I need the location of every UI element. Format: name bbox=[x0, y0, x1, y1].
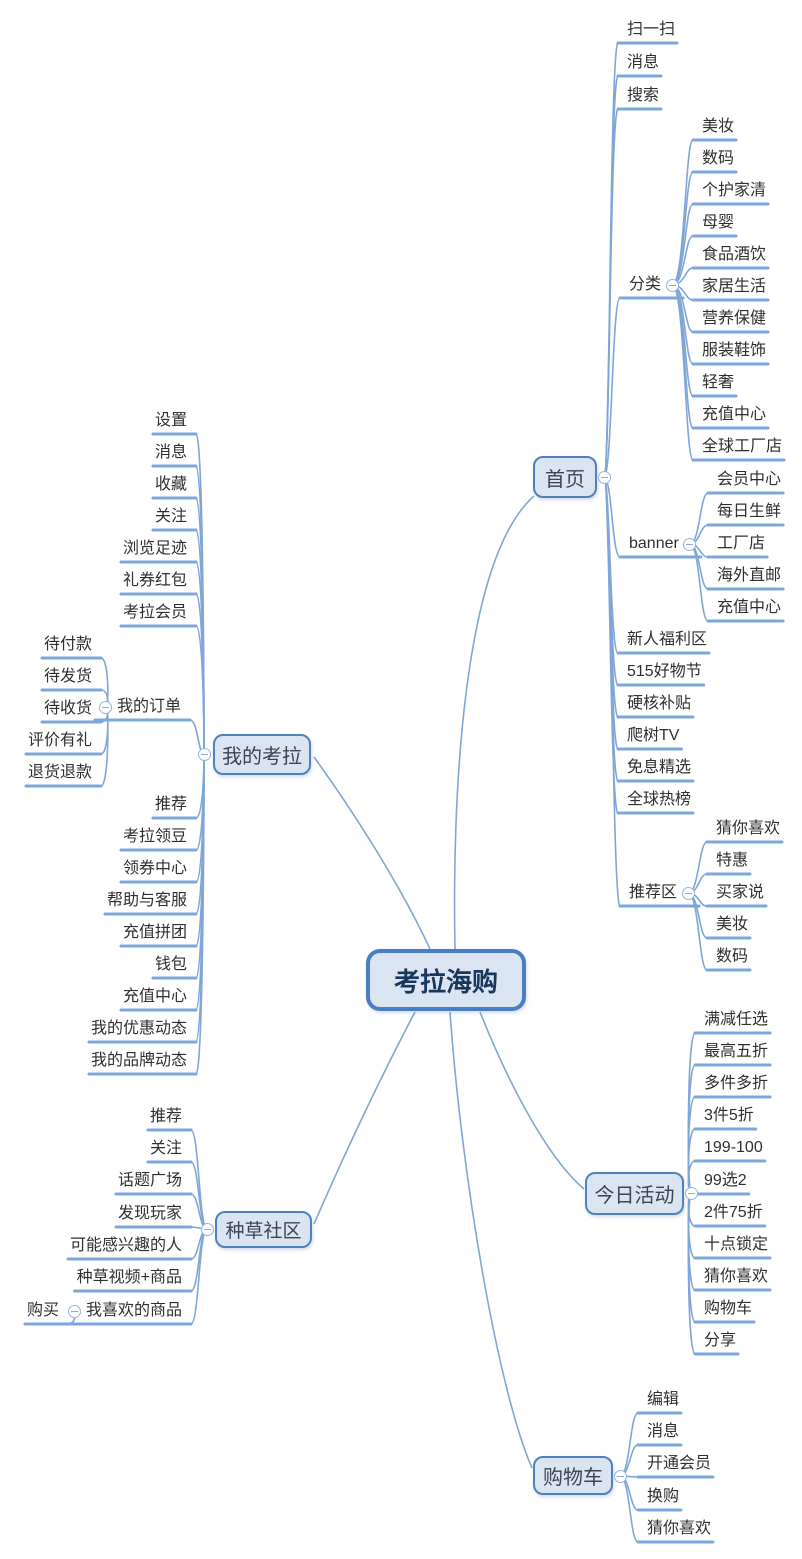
leaf-kaola-beans[interactable]: 考拉领豆 bbox=[122, 828, 187, 845]
leaf-my-recommend[interactable]: 推荐 bbox=[154, 796, 187, 813]
leaf-banner-recharge[interactable]: 充值中心 bbox=[717, 599, 782, 616]
leaf-settings[interactable]: 设置 bbox=[154, 412, 187, 429]
leaf-favorites[interactable]: 收藏 bbox=[154, 476, 187, 493]
leaf-banner[interactable]: banner bbox=[629, 535, 679, 552]
leaf-kaola-member[interactable]: 考拉会员 bbox=[122, 604, 187, 621]
leaf-recommend-area[interactable]: 推荐区 bbox=[629, 884, 678, 901]
leaf-full-reduction[interactable]: 满减任选 bbox=[704, 1011, 769, 1028]
leaf-video-plus-goods[interactable]: 种草视频+商品 bbox=[76, 1269, 182, 1286]
node-my-kaola[interactable]: 我的考拉 bbox=[213, 734, 311, 775]
leaf-my-recharge-center[interactable]: 充值中心 bbox=[122, 988, 187, 1005]
leaf-help-service[interactable]: 帮助与客服 bbox=[106, 892, 187, 909]
leaf-newcomer-benefits[interactable]: 新人福利区 bbox=[627, 631, 708, 648]
leaf-beauty[interactable]: 美妆 bbox=[702, 118, 735, 135]
leaf-personal-care[interactable]: 个护家清 bbox=[702, 182, 767, 199]
leaf-3-for-50[interactable]: 3件5折 bbox=[704, 1107, 754, 1124]
leaf-scan[interactable]: 扫一扫 bbox=[627, 21, 676, 38]
collapse-icon-recommend[interactable] bbox=[681, 886, 695, 900]
collapse-icon-liked[interactable] bbox=[68, 1304, 82, 1318]
collapse-icon-today[interactable] bbox=[684, 1186, 698, 1200]
leaf-my-messages[interactable]: 消息 bbox=[154, 444, 187, 461]
leaf-today-cart[interactable]: 购物车 bbox=[704, 1300, 753, 1317]
leaf-my-orders[interactable]: 我的订单 bbox=[116, 698, 181, 715]
collapse-icon-home[interactable] bbox=[597, 470, 611, 484]
leaf-guess-you-like[interactable]: 猜你喜欢 bbox=[716, 820, 781, 837]
leaf-my-brand-updates[interactable]: 我的品牌动态 bbox=[90, 1052, 187, 1069]
leaf-today-guess-you-like[interactable]: 猜你喜欢 bbox=[704, 1268, 769, 1285]
leaf-open-membership[interactable]: 开通会员 bbox=[647, 1455, 712, 1472]
leaf-people-of-interest[interactable]: 可能感兴趣的人 bbox=[69, 1237, 182, 1254]
leaf-overseas-direct[interactable]: 海外直邮 bbox=[717, 567, 782, 584]
leaf-browse-history[interactable]: 浏览足迹 bbox=[122, 540, 187, 557]
leaf-2-for-75[interactable]: 2件75折 bbox=[704, 1204, 763, 1221]
leaf-home-life[interactable]: 家居生活 bbox=[702, 278, 767, 295]
leaf-buyer-says[interactable]: 买家说 bbox=[716, 884, 765, 901]
leaf-coupon-center[interactable]: 领券中心 bbox=[122, 860, 187, 877]
leaf-global-ranking[interactable]: 全球热榜 bbox=[627, 791, 692, 808]
node-community[interactable]: 种草社区 bbox=[215, 1211, 312, 1248]
leaf-cart-messages[interactable]: 消息 bbox=[647, 1423, 680, 1440]
leaf-pending-payment[interactable]: 待付款 bbox=[43, 636, 92, 653]
leaf-hardcore-subsidy[interactable]: 硬核补贴 bbox=[627, 695, 692, 712]
collapse-icon-banner[interactable] bbox=[683, 537, 697, 551]
leaf-ten-oclock-lock[interactable]: 十点锁定 bbox=[704, 1236, 769, 1253]
leaf-daily-fresh[interactable]: 每日生鲜 bbox=[717, 503, 782, 520]
leaf-following[interactable]: 关注 bbox=[154, 508, 187, 525]
collapse-icon-my-kaola[interactable] bbox=[197, 747, 211, 761]
leaf-nutrition[interactable]: 营养保健 bbox=[702, 310, 767, 327]
leaf-purchase[interactable]: 购买 bbox=[26, 1302, 59, 1319]
leaf-pending-shipment[interactable]: 待发货 bbox=[43, 668, 92, 685]
leaf-apparel-shoes[interactable]: 服装鞋饰 bbox=[702, 342, 767, 359]
leaf-light-luxury[interactable]: 轻奢 bbox=[702, 374, 735, 391]
leaf-exchange-purchase[interactable]: 换购 bbox=[647, 1488, 680, 1505]
leaf-recharge-group[interactable]: 充值拼团 bbox=[122, 924, 187, 941]
leaf-99-pick-2[interactable]: 99选2 bbox=[704, 1172, 747, 1189]
collapse-icon-community[interactable] bbox=[200, 1222, 214, 1236]
leaf-up-to-half-off[interactable]: 最高五折 bbox=[704, 1043, 769, 1060]
leaf-rec-beauty[interactable]: 美妆 bbox=[716, 916, 749, 933]
leaf-recharge-center[interactable]: 充值中心 bbox=[702, 406, 767, 423]
leaf-wallet[interactable]: 钱包 bbox=[154, 956, 187, 973]
leaf-pending-receipt[interactable]: 待收货 bbox=[43, 700, 92, 717]
leaf-category[interactable]: 分类 bbox=[629, 276, 662, 293]
leaf-liked-goods[interactable]: 我喜欢的商品 bbox=[85, 1302, 182, 1319]
leaf-515-festival[interactable]: 515好物节 bbox=[627, 663, 702, 680]
leaf-coupons-redpacket[interactable]: 礼券红包 bbox=[122, 572, 187, 589]
leaf-food-drinks[interactable]: 食品酒饮 bbox=[702, 246, 767, 263]
leaf-member-center[interactable]: 会员中心 bbox=[717, 471, 782, 488]
collapse-icon-category[interactable] bbox=[665, 278, 679, 292]
leaf-multi-discount[interactable]: 多件多折 bbox=[704, 1075, 769, 1092]
leaf-share[interactable]: 分享 bbox=[704, 1332, 737, 1349]
leaf-rec-digital[interactable]: 数码 bbox=[716, 948, 749, 965]
leaf-my-discount-updates[interactable]: 我的优惠动态 bbox=[90, 1020, 187, 1037]
leaf-global-factory-store[interactable]: 全球工厂店 bbox=[702, 438, 783, 455]
node-cart[interactable]: 购物车 bbox=[533, 1456, 613, 1495]
node-today[interactable]: 今日活动 bbox=[585, 1172, 684, 1215]
collapse-icon-orders[interactable] bbox=[99, 700, 113, 714]
leaf-digital[interactable]: 数码 bbox=[702, 150, 735, 167]
leaf-community-following[interactable]: 关注 bbox=[149, 1140, 182, 1157]
leaf-interest-free[interactable]: 免息精选 bbox=[627, 759, 692, 776]
leaf-factory-store[interactable]: 工厂店 bbox=[717, 535, 766, 552]
leaf-199-100[interactable]: 199-100 bbox=[704, 1139, 763, 1156]
leaf-topic-plaza[interactable]: 话题广场 bbox=[117, 1172, 182, 1189]
leaf-returns-refunds[interactable]: 退货退款 bbox=[27, 764, 92, 781]
leaf-mother-baby[interactable]: 母婴 bbox=[702, 214, 735, 231]
node-root[interactable]: 考拉海购 bbox=[366, 949, 526, 1011]
leaf-cart-guess-you-like[interactable]: 猜你喜欢 bbox=[647, 1520, 712, 1537]
collapse-icon-cart[interactable] bbox=[613, 1469, 627, 1483]
leaf-edit[interactable]: 编辑 bbox=[647, 1391, 680, 1408]
node-home[interactable]: 首页 bbox=[533, 456, 597, 498]
leaf-home-messages[interactable]: 消息 bbox=[627, 54, 660, 71]
leaf-discover-players[interactable]: 发现玩家 bbox=[117, 1205, 182, 1222]
leaf-tree-tv[interactable]: 爬树TV bbox=[627, 727, 680, 744]
leaf-review-reward[interactable]: 评价有礼 bbox=[27, 732, 92, 749]
leaf-community-recommend[interactable]: 推荐 bbox=[149, 1108, 182, 1125]
leaf-special-offer[interactable]: 特惠 bbox=[716, 852, 749, 869]
leaf-search[interactable]: 搜索 bbox=[627, 87, 660, 104]
